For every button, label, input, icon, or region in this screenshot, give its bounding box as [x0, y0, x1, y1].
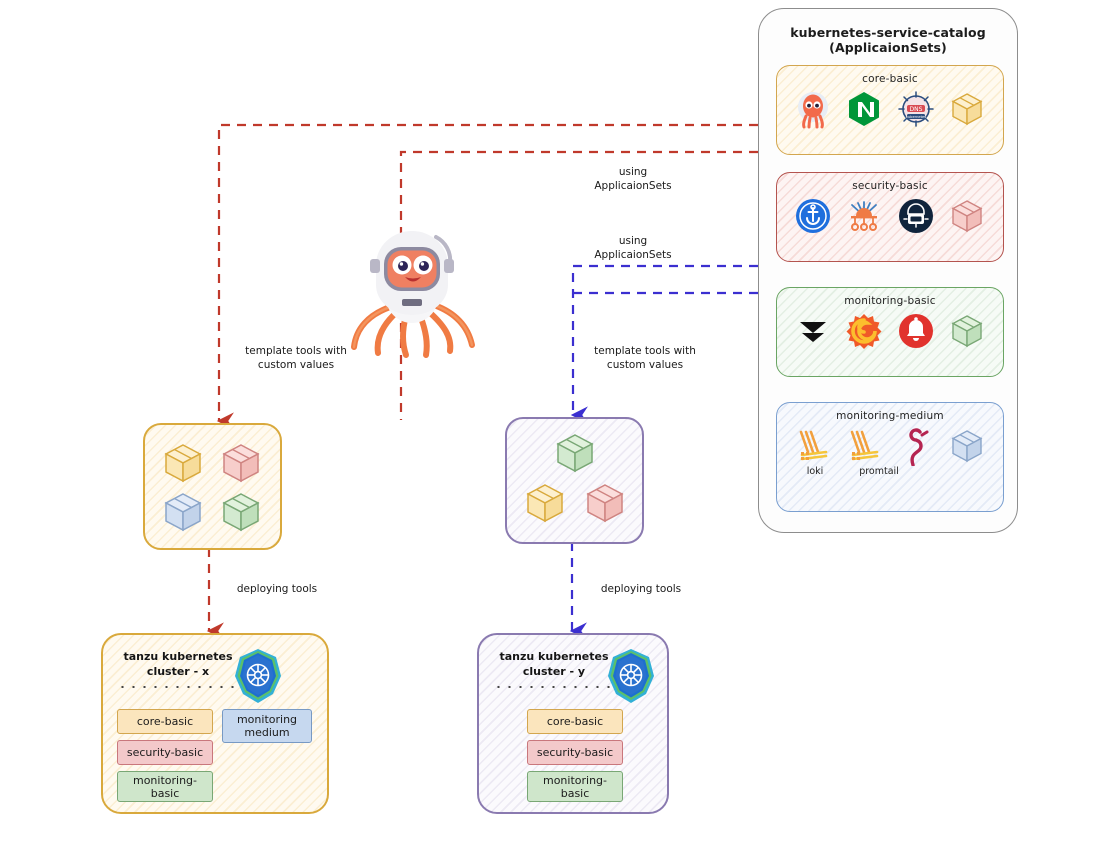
catalog-group-monitoring-basic[interactable]: monitoring-basic [776, 287, 1004, 377]
package-cube-green-icon [551, 429, 599, 477]
tanzu-cluster-x[interactable]: tanzu kubernetes cluster - x core-ba [101, 633, 329, 814]
argo-octopus-astronaut-icon [332, 215, 492, 360]
group-icon-labels: loki promtail [777, 466, 1003, 482]
edge-label-template-left: template tools with custom values [245, 345, 347, 371]
coredns-kubernetes-icon: DNS kubernetes [896, 89, 936, 129]
grafana-icon [844, 311, 884, 351]
kubernetes-service-catalog-panel: kubernetes-service-catalog (ApplicaionSe… [758, 8, 1018, 533]
cluster-x-badge-monitoring-basic[interactable]: monitoring- basic [117, 771, 213, 802]
group-icon-row: DNS kubernetes [777, 85, 1003, 137]
kubernetes-helm-wheel-icon [227, 645, 289, 707]
package-cube-red-icon [217, 439, 265, 487]
edge-label-using-appsets-bottom: using ApplicaionSets [594, 235, 672, 261]
tanzu-cluster-y[interactable]: tanzu kubernetes cluster - y core-ba [477, 633, 669, 814]
edge-label-using-appsets-top: using ApplicaionSets [594, 166, 672, 192]
group-label: monitoring-medium [836, 410, 944, 422]
alertmanager-bell-icon [896, 311, 936, 351]
cluster-y-divider [493, 685, 615, 689]
kubernetes-helm-wheel-icon [600, 645, 662, 707]
cluster-x-badge-security-basic[interactable]: security-basic [117, 740, 213, 765]
catalog-group-core-basic[interactable]: core-basic [776, 65, 1004, 155]
package-group-right[interactable] [505, 417, 644, 544]
vector-icon [793, 311, 833, 351]
package-cube-yellow-icon [947, 89, 987, 129]
group-label: security-basic [852, 180, 928, 192]
icon-label-promtail: promtail [859, 466, 899, 477]
group-icon-row [777, 307, 1003, 359]
cluster-x-badge-monitoring-medium[interactable]: monitoring medium [222, 709, 312, 743]
cluster-y-badge-security-basic[interactable]: security-basic [527, 740, 623, 765]
package-cube-blue-icon [947, 426, 987, 466]
icon-label-loki: loki [806, 466, 824, 477]
group-label: monitoring-basic [844, 295, 936, 307]
cluster-x-badge-core-basic[interactable]: core-basic [117, 709, 213, 734]
argo-squid-icon [793, 89, 833, 129]
cluster-y-badge-core-basic[interactable]: core-basic [527, 709, 623, 734]
loki-icon [793, 426, 833, 466]
svg-text:DNS: DNS [909, 106, 922, 113]
svg-text:kubernetes: kubernetes [906, 115, 926, 119]
package-group-left[interactable] [143, 423, 282, 550]
cluster-x-divider [117, 685, 239, 689]
catalog-group-monitoring-medium[interactable]: monitoring-medium [776, 402, 1004, 512]
package-cube-yellow-icon [159, 439, 207, 487]
edge-label-deploying-right: deploying tools [600, 583, 682, 595]
cert-manager-icon [793, 196, 833, 236]
group-icon-row [777, 422, 1003, 467]
edge-label-template-right: template tools with custom values [594, 345, 696, 371]
package-cube-yellow-icon [521, 479, 569, 527]
package-cube-green-icon [217, 488, 265, 536]
cluster-y-badge-monitoring-basic[interactable]: monitoring- basic [527, 771, 623, 802]
catalog-title: kubernetes-service-catalog (ApplicaionSe… [790, 25, 986, 55]
package-cube-green-icon [947, 311, 987, 351]
package-cube-red-icon [947, 196, 987, 236]
edge-label-deploying-left: deploying tools [236, 583, 318, 595]
vault-icon [896, 196, 936, 236]
catalog-group-security-basic[interactable]: security-basic [776, 172, 1004, 262]
group-icon-row [777, 192, 1003, 244]
group-label: core-basic [862, 73, 918, 85]
package-cube-blue-icon [159, 488, 207, 536]
opa-gatekeeper-icon [844, 196, 884, 236]
flagger-flamingo-icon [896, 426, 936, 467]
cluster-y-title: tanzu kubernetes cluster - y [499, 650, 609, 678]
cluster-x-title: tanzu kubernetes cluster - x [123, 650, 233, 678]
package-cube-red-icon [581, 479, 629, 527]
promtail-icon [844, 426, 884, 466]
nginx-icon [844, 89, 884, 129]
